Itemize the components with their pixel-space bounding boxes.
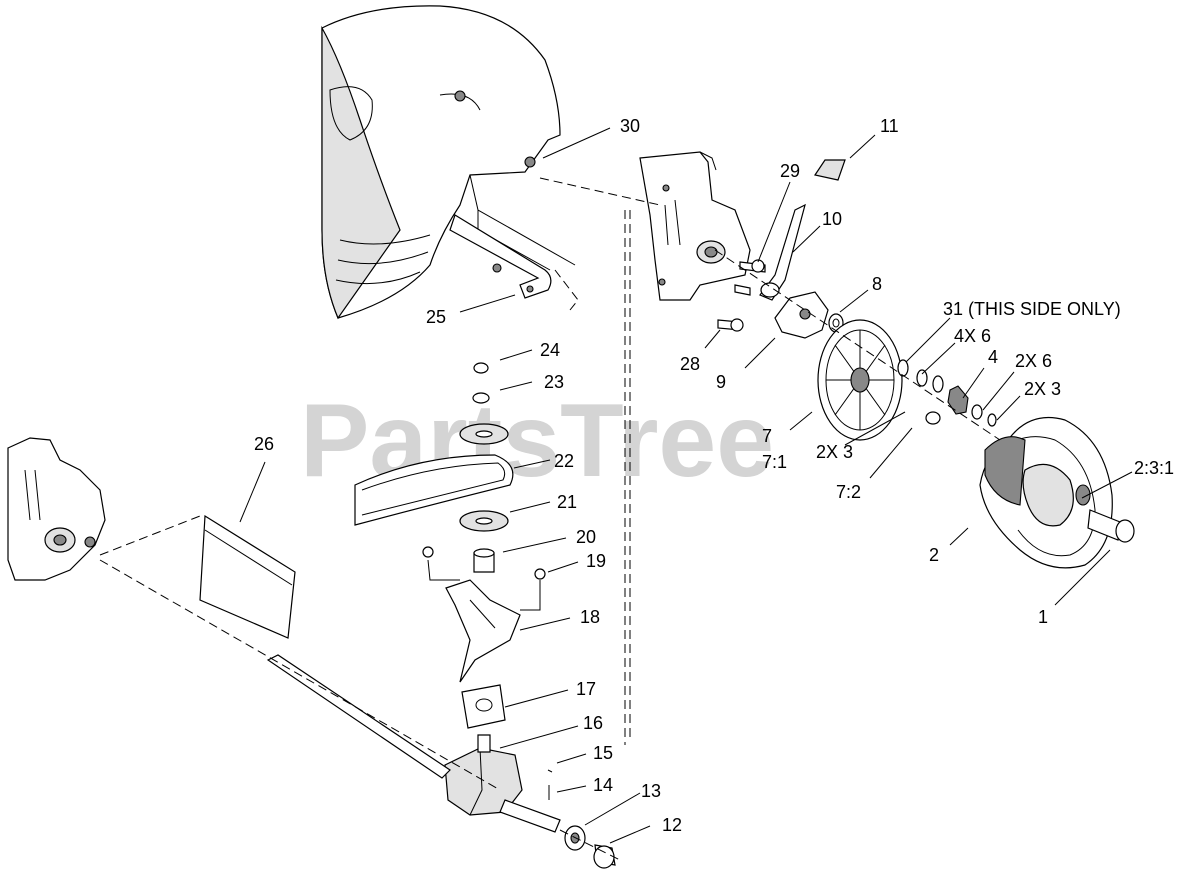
callout-11: 11 <box>880 116 899 136</box>
bushing-12 <box>593 844 616 869</box>
assembly-lines <box>99 177 1001 861</box>
callout-23: 23 <box>544 372 564 392</box>
drive-gear-7 <box>817 319 903 441</box>
wheel-bolt-1 <box>1087 509 1135 543</box>
callout-19: 19 <box>586 551 606 571</box>
leader-lines <box>239 127 1133 844</box>
callout-14: 14 <box>593 775 613 795</box>
bolt-28 <box>717 284 751 332</box>
deck-housing <box>321 5 576 320</box>
bolts-19 <box>422 546 546 580</box>
callout-16: 16 <box>583 713 603 733</box>
transmission-16 <box>444 734 523 816</box>
height-adjuster-plate <box>639 151 751 301</box>
callout-labels: 30 11 29 10 8 31 (THIS SIDE ONLY) 4X 6 4… <box>254 116 1174 835</box>
callout-7: 7 <box>762 426 772 446</box>
height-adjust-rod <box>449 214 552 299</box>
bolt-30 <box>524 156 536 168</box>
callout-30: 30 <box>620 116 640 136</box>
wheel-2 <box>979 416 1113 569</box>
callout-2: 2 <box>929 545 939 565</box>
callout-22: 22 <box>554 451 574 471</box>
callout-7-1: 7:1 <box>762 452 787 472</box>
hub-parts <box>897 359 997 427</box>
callout-7-2: 7:2 <box>836 482 861 502</box>
belt-guide-18 <box>445 579 521 683</box>
adjuster-lever <box>759 159 846 301</box>
callout-4: 4 <box>988 347 998 367</box>
drive-belt-22 <box>354 454 514 526</box>
callout-9: 9 <box>716 372 726 392</box>
callout-15: 15 <box>593 743 613 763</box>
callout-21: 21 <box>557 492 577 512</box>
callout-28: 28 <box>680 354 700 374</box>
spacer-20 <box>473 548 495 573</box>
drive-axle <box>266 654 561 833</box>
callout-10: 10 <box>822 209 842 229</box>
pulley-21 <box>459 510 509 532</box>
callout-2-3-1: 2:3:1 <box>1134 458 1174 478</box>
rear-deflector-26 <box>199 514 296 639</box>
left-side-plate <box>7 437 106 581</box>
callout-24: 24 <box>540 340 560 360</box>
callout-31: 31 (THIS SIDE ONLY) <box>943 299 1121 319</box>
pulley-23-24 <box>459 362 509 445</box>
bracket-9 <box>774 291 829 339</box>
callout-8: 8 <box>872 274 882 294</box>
callout-25: 25 <box>426 307 446 327</box>
gasket-17 <box>461 684 506 729</box>
callout-2x3-top: 2X 3 <box>1024 379 1061 399</box>
callout-1: 1 <box>1038 607 1048 627</box>
callout-20: 20 <box>576 527 596 547</box>
callout-2x6: 2X 6 <box>1015 351 1052 371</box>
callout-2x3-bottom: 2X 3 <box>816 442 853 462</box>
callout-26: 26 <box>254 434 274 454</box>
pin-14-15 <box>547 769 553 800</box>
callout-13: 13 <box>641 781 661 801</box>
callout-4x6: 4X 6 <box>954 326 991 346</box>
callout-17: 17 <box>576 679 596 699</box>
callout-18: 18 <box>580 607 600 627</box>
callout-12: 12 <box>662 815 682 835</box>
callout-29: 29 <box>780 161 800 181</box>
